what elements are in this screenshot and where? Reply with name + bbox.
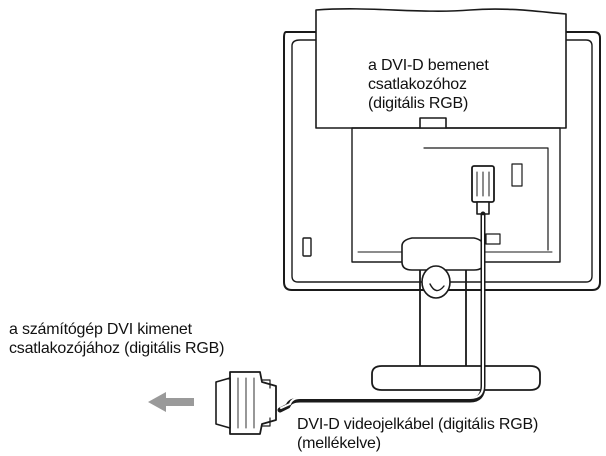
computer-output-line: a számítógép DVI kimenet — [9, 321, 192, 338]
connector-ribs — [237, 377, 255, 429]
connector-panel-inner — [423, 147, 549, 251]
computer-output-line: csatlakozójához (digitális RGB) — [9, 340, 225, 357]
monitor-input-line: a DVI-D bemenet — [368, 57, 489, 74]
panel-clip-left — [485, 233, 501, 245]
monitor-back — [283, 8, 601, 291]
dvi-d-cable — [215, 165, 495, 435]
panel-clip-right — [511, 163, 523, 187]
holder-hook — [429, 283, 445, 292]
monitor-inner-frame — [291, 39, 593, 283]
cable-label-line: DVI-D videojelkábel (digitális RGB) — [297, 416, 539, 433]
cover-notch — [419, 117, 447, 129]
cable-connector-computer — [229, 371, 277, 435]
side-port — [302, 237, 312, 257]
monitor-input-line: (digitális RGB) — [368, 95, 469, 112]
cable-label: DVI-D videojelkábel (digitális RGB) (mel… — [297, 415, 538, 453]
cable-label-line: (mellékelve) — [297, 435, 381, 452]
connector-monitor-pins — [476, 171, 490, 197]
computer-output-label: a számítógép DVI kimenet csatlakozójához… — [9, 320, 224, 358]
connector-screw-top — [261, 379, 271, 389]
stand-base — [371, 365, 541, 391]
cable-holder — [401, 237, 485, 271]
connector-computer-face — [215, 377, 231, 429]
connector-screw-bottom — [261, 417, 271, 427]
connector-panel — [351, 127, 561, 263]
left-arrow-icon — [148, 392, 194, 412]
monitor-rear-cover — [315, 8, 567, 129]
cable-run-highlight — [280, 215, 484, 409]
monitor-input-line: csatlakozóhoz — [368, 76, 467, 93]
holder-ring — [421, 265, 451, 299]
monitor-input-label: a DVI-D bemenet csatlakozóhoz (digitális… — [368, 56, 489, 113]
